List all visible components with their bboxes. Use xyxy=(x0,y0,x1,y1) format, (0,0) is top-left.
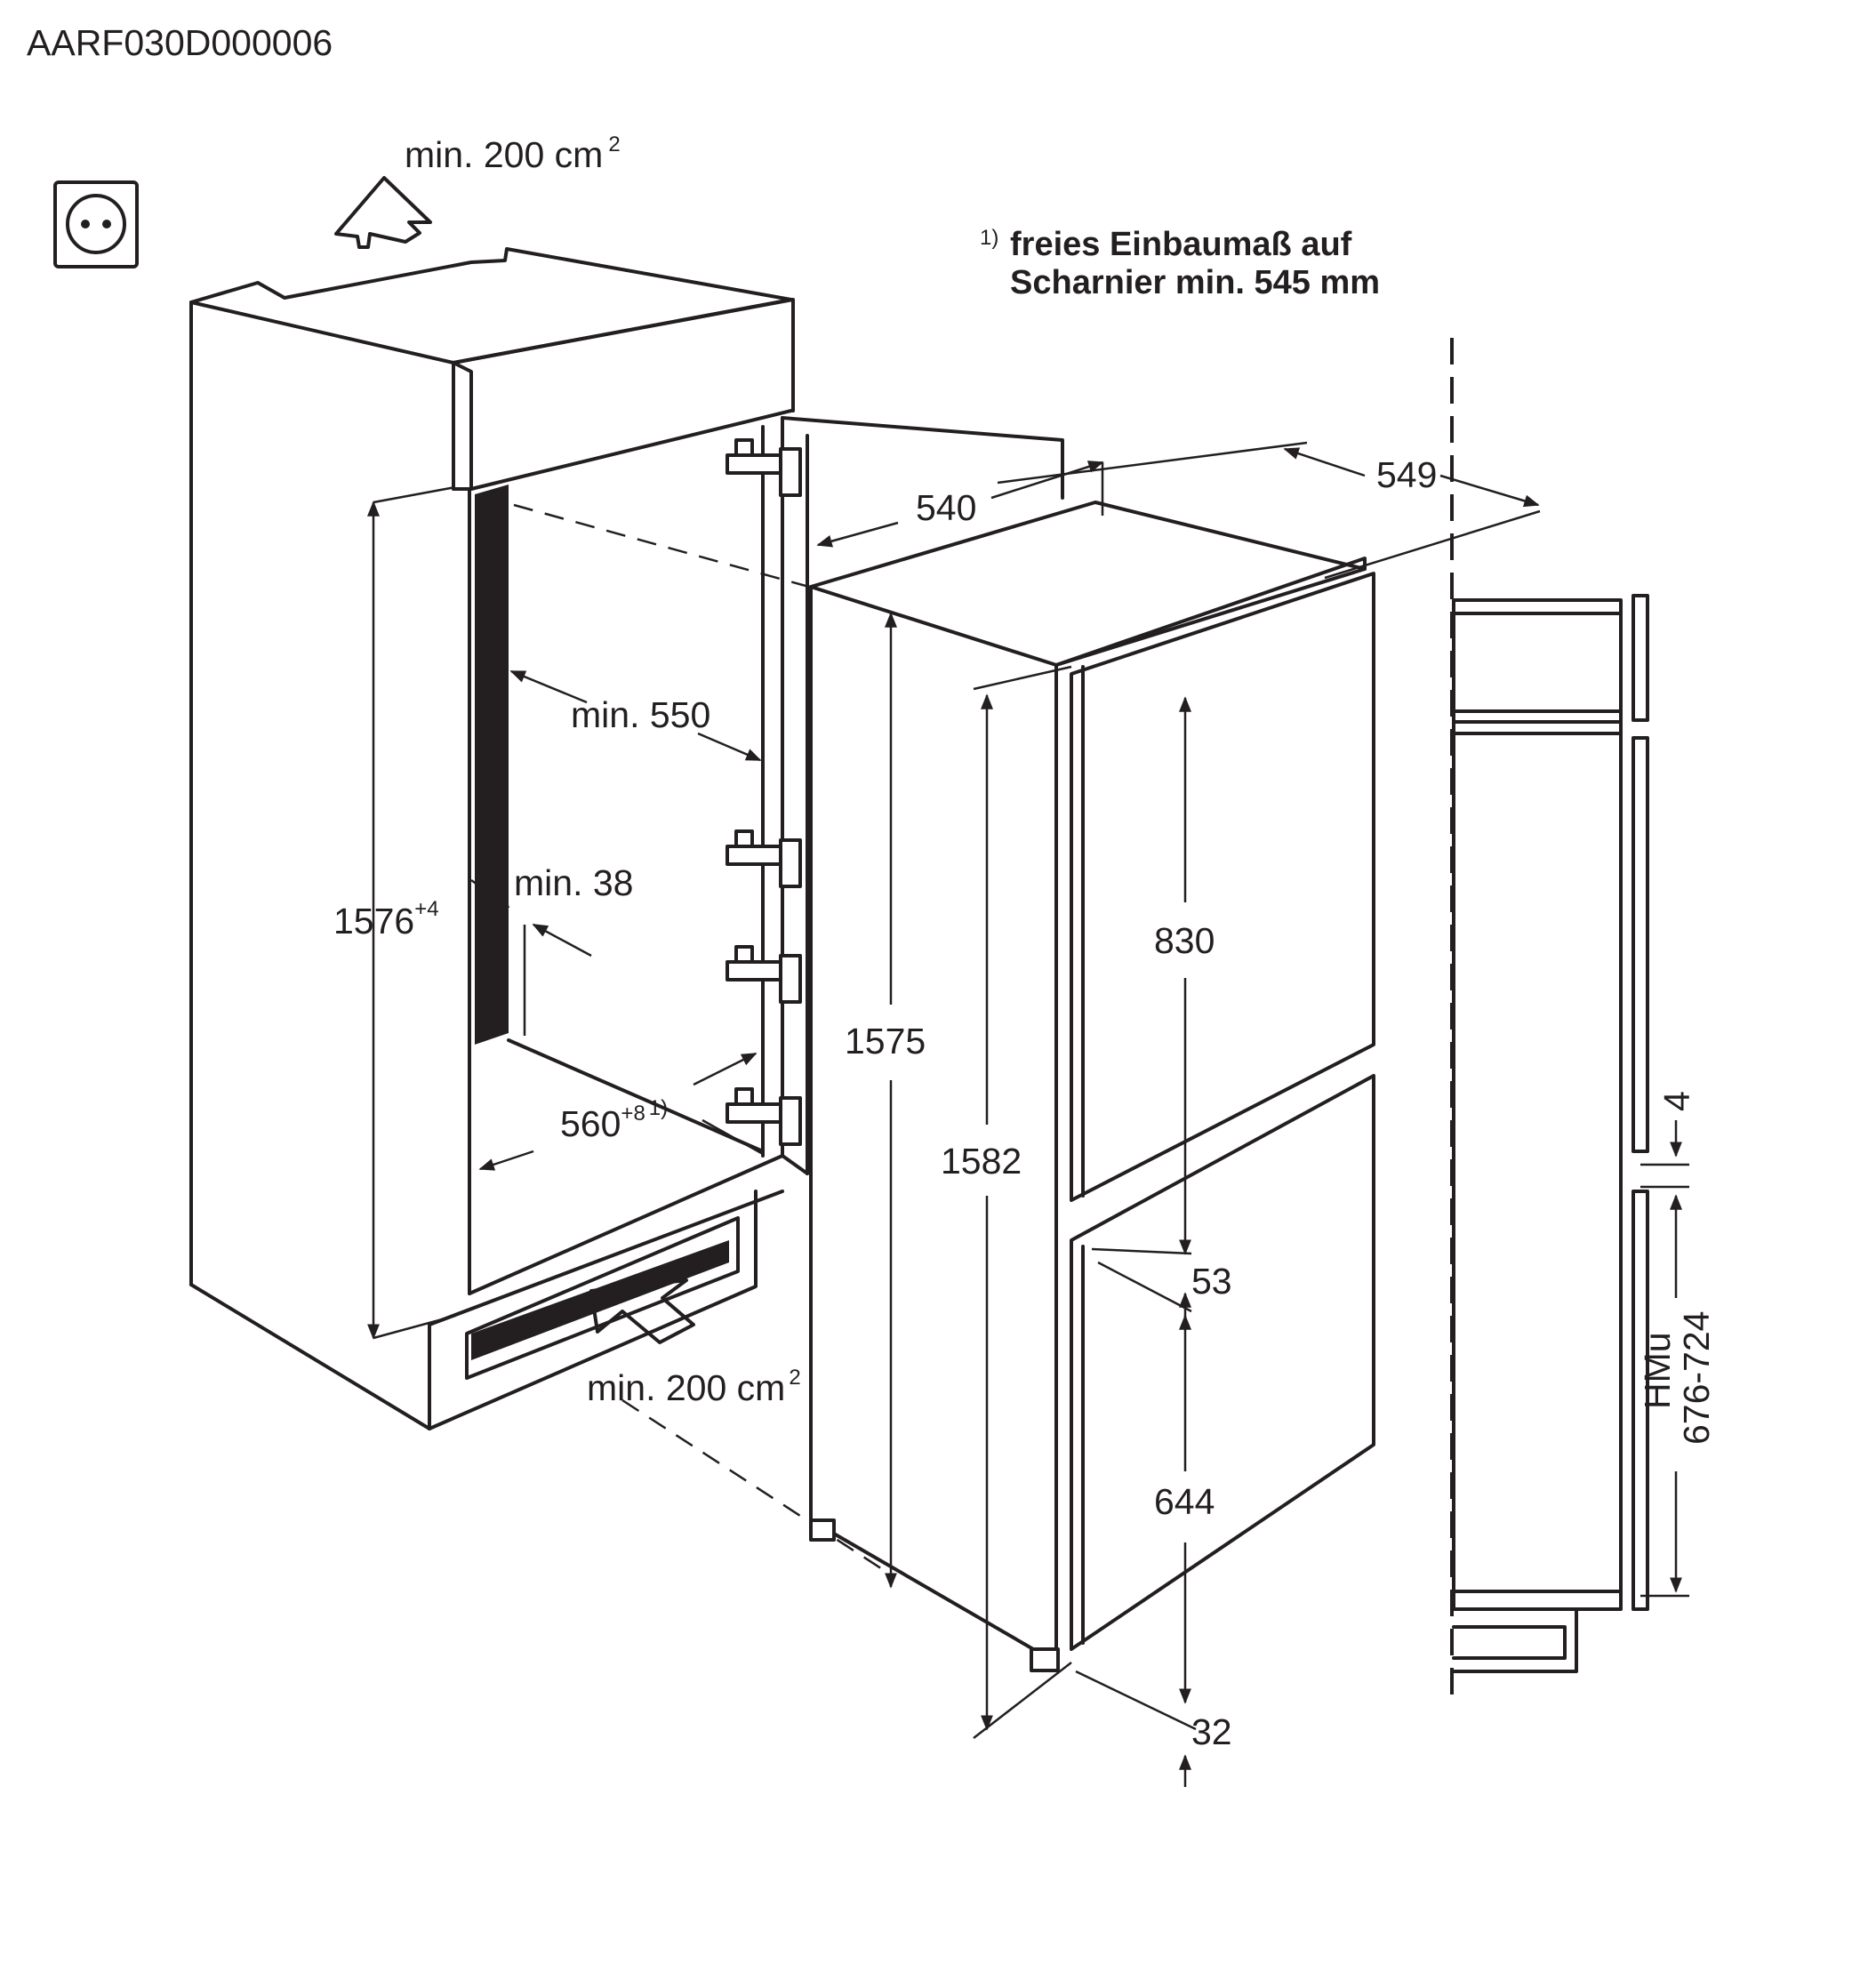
total-height-label: 1582 xyxy=(941,1141,1022,1182)
door-gap-label: 53 xyxy=(1191,1261,1232,1302)
niche-cabinet xyxy=(189,247,795,1430)
door-gap-dimension xyxy=(1091,1247,1192,1320)
upper-door-label: 830 xyxy=(1154,920,1215,961)
hinge-mid-1 xyxy=(726,829,802,888)
airflow-in-arrow-icon xyxy=(589,1278,695,1344)
alignment-dashed-bottom xyxy=(621,1398,890,1575)
hinge-top xyxy=(726,438,802,497)
hmu-dimension xyxy=(1640,1194,1689,1598)
depth-overall-label: 549 xyxy=(1376,454,1437,495)
niche-gap-label: min. 38 xyxy=(514,862,633,903)
total-height-dimension xyxy=(973,665,1072,1739)
document-code: AARF030D000006 xyxy=(27,22,333,63)
niche-gap-dimension xyxy=(470,878,592,1036)
body-height-label: 1575 xyxy=(845,1021,926,1062)
niche-depth-label: min. 550 xyxy=(571,694,710,735)
appliance-body xyxy=(809,501,1367,1672)
side-gap-label: 4 xyxy=(1656,1091,1697,1111)
hinge-mid-2 xyxy=(726,945,802,1004)
footnote-line-2: Scharnier min. 545 mm xyxy=(1010,264,1380,301)
appliance-width-dimension xyxy=(816,461,1104,548)
side-view xyxy=(1450,338,1649,1707)
width-label: 540 xyxy=(916,487,976,528)
footnote: 1) freies Einbaumaß auf Scharnier min. 5… xyxy=(980,226,1380,301)
niche-depth-dimension xyxy=(509,669,762,762)
power-socket-icon xyxy=(53,180,139,268)
airflow-up-arrow-icon xyxy=(334,176,432,249)
foot-height-label: 32 xyxy=(1191,1711,1232,1752)
side-gap-dimension xyxy=(1640,1120,1689,1189)
niche-height-dimension xyxy=(367,485,456,1340)
upper-door xyxy=(1070,572,1375,1202)
hinge-bottom xyxy=(726,1087,802,1146)
hmu-label: HMu xyxy=(1637,1332,1678,1409)
niche-hinges xyxy=(726,438,802,1146)
footnote-line-1: freies Einbaumaß auf xyxy=(1010,226,1352,263)
hmu-range-label: 676-724 xyxy=(1676,1311,1717,1445)
footnote-marker: 1) xyxy=(980,226,998,250)
lower-door xyxy=(1070,1074,1375,1651)
foot-height-dimension xyxy=(1075,1670,1197,1787)
lower-door-label: 644 xyxy=(1154,1481,1215,1522)
open-door-panel xyxy=(781,416,1064,1175)
alignment-dashed-top xyxy=(513,503,810,589)
niche-width-dimension xyxy=(478,1052,764,1171)
niche-height-label: 1576+4 xyxy=(333,897,439,941)
appliance-depth-dimension xyxy=(997,441,1541,580)
